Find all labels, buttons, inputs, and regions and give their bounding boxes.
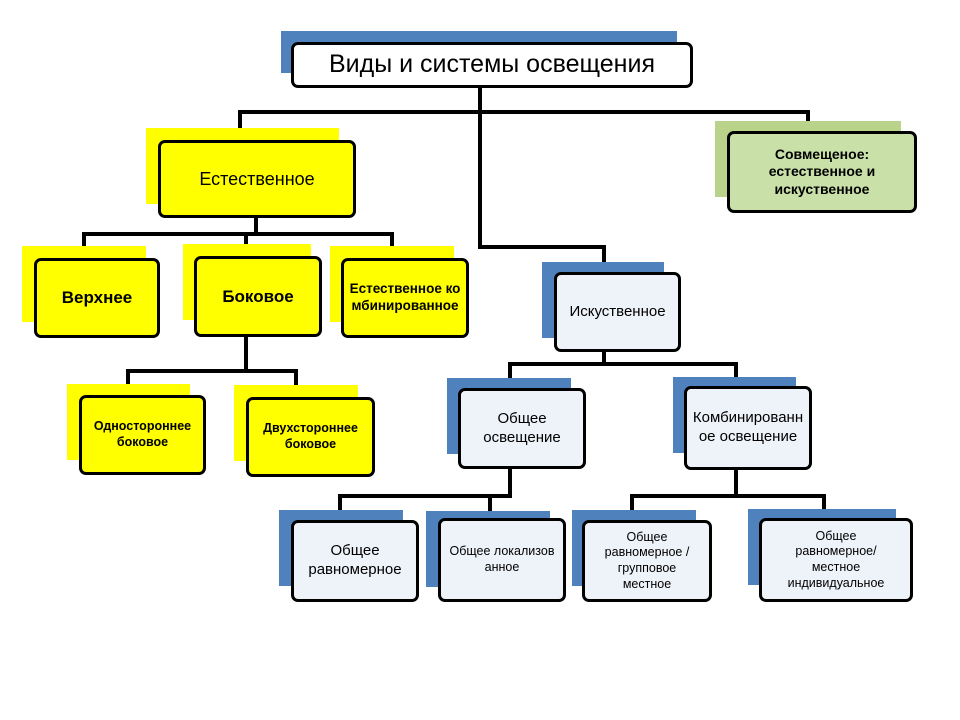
node-two-sided: Двухстороннее боковое xyxy=(246,397,375,477)
node-general-uniform-label: Общее равномерное xyxy=(308,542,402,578)
node-artificial: Искуственное xyxy=(554,272,681,352)
node-general-uniform: Общее равномерное xyxy=(291,520,419,602)
diagram-title-label: Виды и системы освещения xyxy=(328,50,655,79)
node-general-label: Общее освещение xyxy=(483,409,561,446)
node-one-sided: Одностороннее боковое xyxy=(79,395,206,475)
node-combined-total-label: Совмещеное: естественное и искуственное xyxy=(768,145,876,197)
node-general-localized-label: Общее локализованное xyxy=(449,544,555,574)
node-general: Общее освещение xyxy=(458,388,586,469)
diagram-title: Виды и системы освещения xyxy=(291,42,693,88)
node-natural-label: Естественное xyxy=(199,168,315,189)
node-natural-combined: Естественное комбинированное xyxy=(341,258,469,338)
node-top-label: Верхнее xyxy=(61,288,133,308)
node-artificial-combined-label: Комбинированное освещение xyxy=(692,409,804,445)
node-uniform-local-individual-label: Общее равномерное/ местное индивидуально… xyxy=(787,528,885,590)
node-combined-total: Совмещеное: естественное и искуственное xyxy=(727,131,917,213)
node-two-sided-label: Двухстороннее боковое xyxy=(263,421,358,451)
node-natural-combined-label: Естественное комбинированное xyxy=(349,281,461,313)
node-side-label: Боковое xyxy=(222,286,294,306)
node-artificial-combined: Комбинированное освещение xyxy=(684,386,812,470)
node-top: Верхнее xyxy=(34,258,160,338)
node-uniform-local-individual: Общее равномерное/ местное индивидуально… xyxy=(759,518,913,602)
node-artificial-label: Искуственное xyxy=(569,302,666,320)
node-general-localized: Общее локализованное xyxy=(438,518,566,602)
node-one-sided-label: Одностороннее боковое xyxy=(93,419,192,449)
node-natural: Естественное xyxy=(158,140,356,218)
node-side: Боковое xyxy=(194,256,322,337)
node-uniform-group-local-label: Общее равномерное / групповое местное xyxy=(604,529,690,591)
node-uniform-group-local: Общее равномерное / групповое местное xyxy=(582,520,712,602)
